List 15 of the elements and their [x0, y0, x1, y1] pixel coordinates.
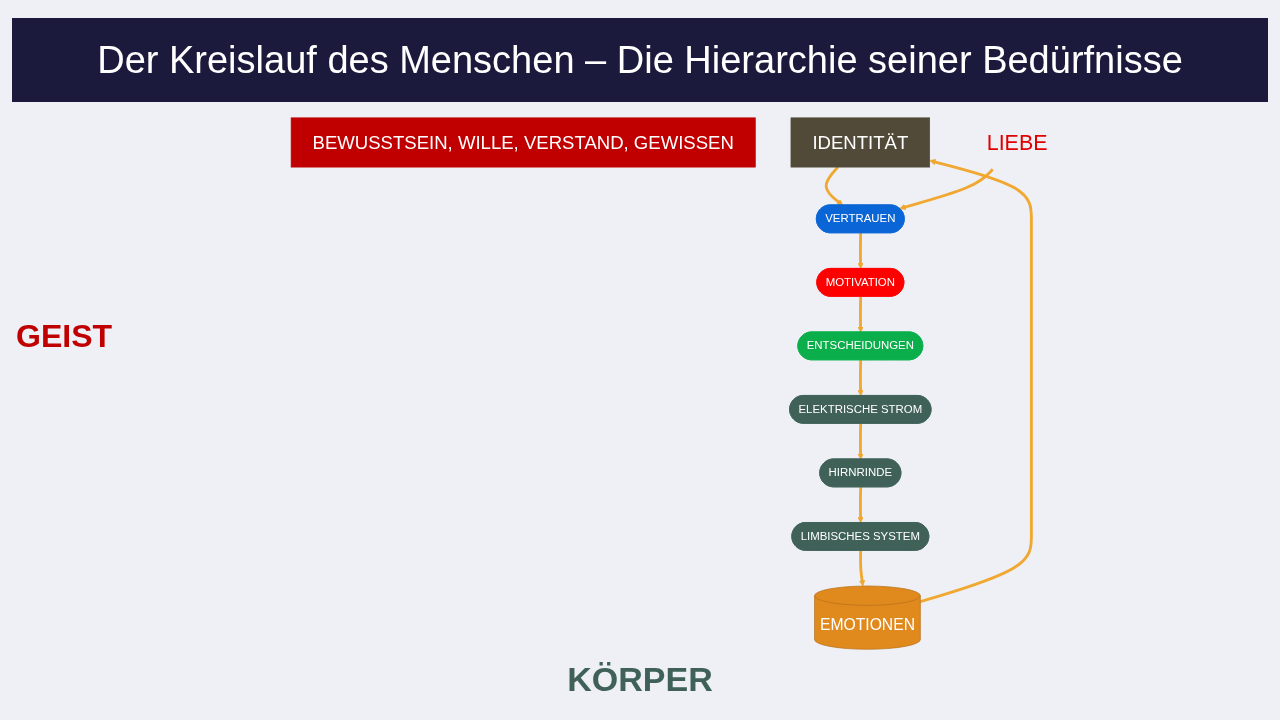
- group-label: KÖRPER: [566, 660, 714, 699]
- arrow: [857, 360, 864, 397]
- arrow: [919, 158, 1033, 604]
- node-text: LIEBE: [986, 130, 1048, 155]
- arrow: [857, 296, 864, 333]
- arrow: [824, 166, 844, 206]
- arrow: [857, 233, 864, 270]
- node-box: BEWUSSTSEIN, WILLE, VERSTAND, GEWISSEN: [290, 117, 756, 168]
- node-box: IDENTITÄT: [790, 117, 930, 168]
- group-label: GEIST: [16, 318, 112, 355]
- arrow: [857, 423, 864, 460]
- title-banner: Der Kreislauf des Menschen – Die Hierarchie seiner Bedürfnisse: [12, 18, 1268, 102]
- arrow: [899, 168, 994, 211]
- arrow: [857, 487, 864, 524]
- arrow: [858, 550, 866, 587]
